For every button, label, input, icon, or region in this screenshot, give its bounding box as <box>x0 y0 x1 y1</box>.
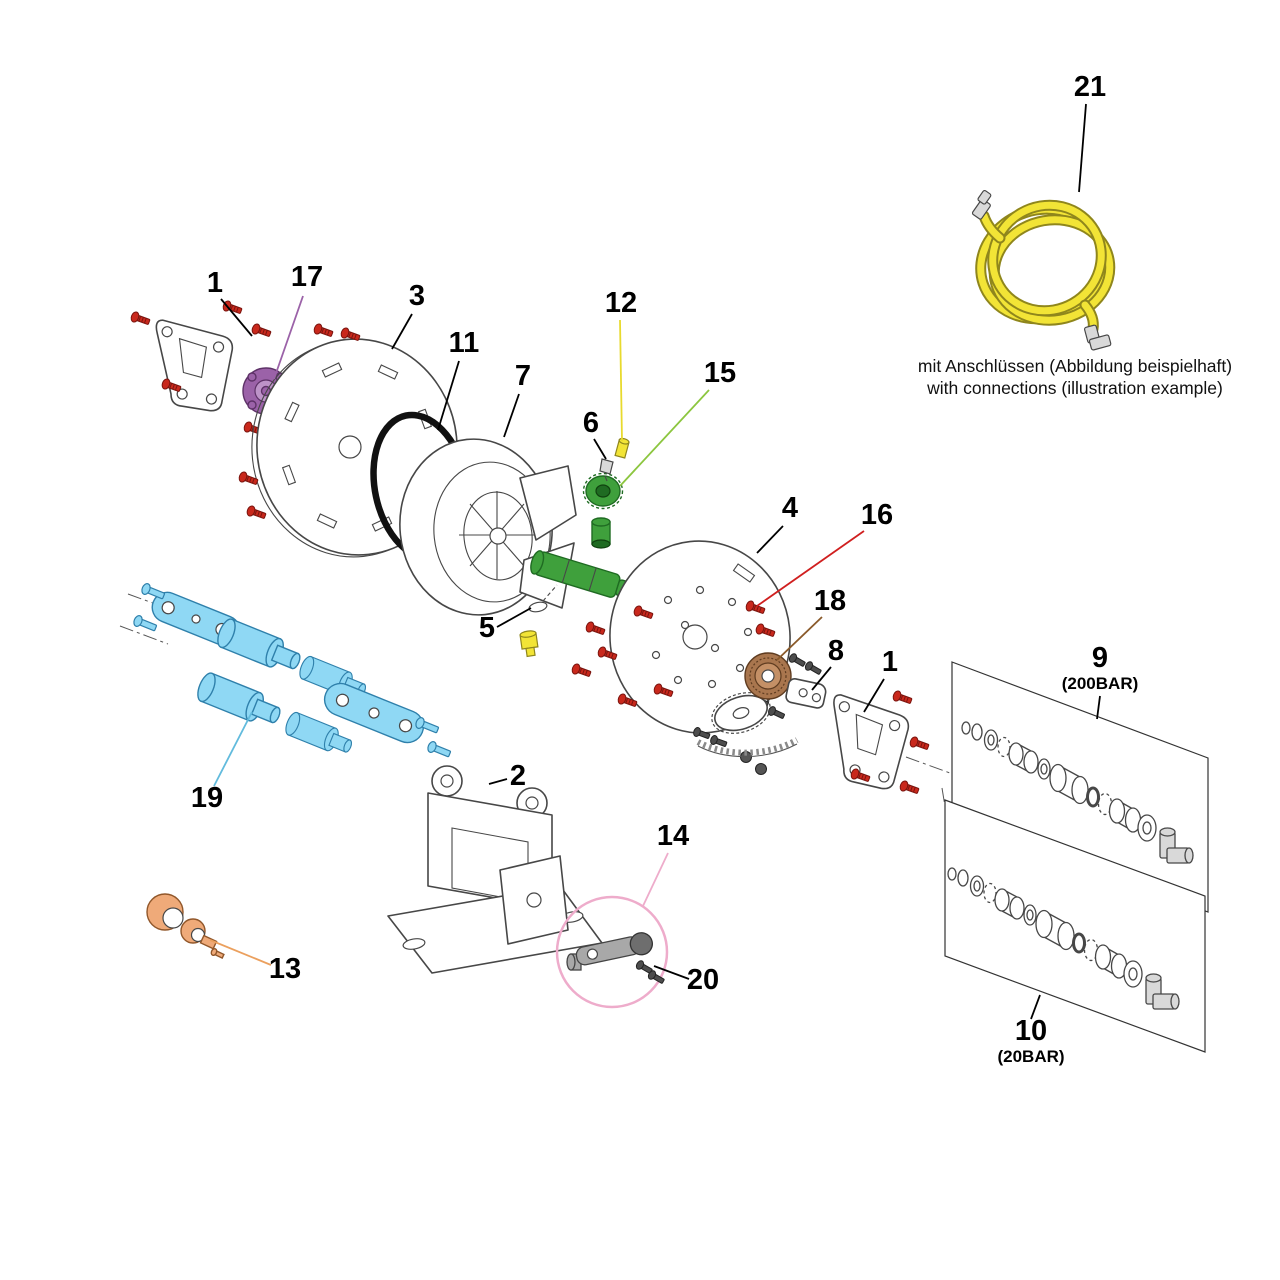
callout-labels: 1 17 3 11 7 12 15 6 4 16 18 8 1 5 9 (200… <box>191 71 1138 1066</box>
callout-1-right: 1 <box>882 646 898 678</box>
chain <box>696 737 799 756</box>
hex-nut <box>755 763 767 775</box>
screw-red <box>584 620 607 638</box>
hose-caption-en: with connections (illustration example) <box>926 378 1223 398</box>
roller-rail-right <box>323 682 425 744</box>
bolt-cyan <box>425 739 453 760</box>
callout-14: 14 <box>657 820 689 852</box>
fitting-yellow-top <box>614 437 630 459</box>
roller <box>193 670 286 732</box>
knob-green <box>582 472 624 549</box>
callout-9: 9 <box>1092 642 1108 674</box>
screw-red <box>245 504 268 522</box>
screw-red <box>250 322 273 340</box>
detail-circle <box>555 895 669 1009</box>
screw-black <box>766 704 787 722</box>
screw-black <box>803 659 824 677</box>
screw-small-orange <box>210 947 225 959</box>
hose-end-fitting <box>971 189 992 220</box>
callout-1-left: 1 <box>207 267 223 299</box>
cam-part-orange <box>146 893 225 959</box>
sprocket-chain <box>696 692 799 758</box>
screw-red <box>570 662 593 680</box>
callout-15: 15 <box>704 357 736 389</box>
spool-fin <box>519 465 577 541</box>
callout-3: 3 <box>409 280 425 312</box>
screw-red <box>312 322 335 340</box>
swivel-kit-panel-200bar <box>951 661 1209 913</box>
roller-guide-assembly <box>131 581 453 760</box>
callout-18: 18 <box>814 585 846 617</box>
hose-caption-de: mit Anschlüssen (Abbildung beispielhaft) <box>918 356 1232 376</box>
screw-red <box>891 689 914 707</box>
screw-red <box>898 779 921 797</box>
mounting-bracket-base <box>387 765 603 974</box>
reel-disc-right <box>570 540 791 775</box>
pin-6 <box>599 458 614 482</box>
screw-black <box>787 651 808 669</box>
leader-lines <box>209 103 1101 1020</box>
callout-17: 17 <box>291 261 323 293</box>
roller <box>213 616 306 678</box>
callout-10: 10 <box>1015 1015 1047 1047</box>
callout-9-sub: (200BAR) <box>1062 674 1139 693</box>
hub-brown <box>744 652 792 700</box>
swivel-kit-panel-20bar <box>944 799 1206 1053</box>
callout-10-sub: (20BAR) <box>997 1047 1064 1066</box>
bracket-arm-right <box>832 687 931 797</box>
callout-8: 8 <box>828 635 844 667</box>
callout-21: 21 <box>1074 71 1106 103</box>
lever-arm <box>575 932 653 966</box>
hose-assembly: mit Anschlüssen (Abbildung beispielhaft)… <box>918 189 1232 398</box>
bracket-arm-left <box>129 299 273 438</box>
bolt-cyan <box>139 581 167 602</box>
hose-end-elbow <box>1083 324 1112 351</box>
callout-2: 2 <box>510 760 526 792</box>
fitting-yellow-bottom <box>519 630 539 658</box>
callout-5: 5 <box>479 612 495 644</box>
callout-6: 6 <box>583 407 599 439</box>
callout-20: 20 <box>687 964 719 996</box>
screw-red <box>908 735 931 753</box>
screw-red <box>237 470 260 488</box>
screw-red <box>129 310 152 328</box>
callout-16: 16 <box>861 499 893 531</box>
callout-19: 19 <box>191 782 223 814</box>
callout-13: 13 <box>269 953 301 985</box>
callout-7: 7 <box>515 360 531 392</box>
callout-4: 4 <box>782 492 798 524</box>
lever-assembly-circle <box>555 895 669 1009</box>
callout-11: 11 <box>449 327 480 359</box>
bolt-cyan <box>131 613 159 634</box>
callout-12: 12 <box>605 287 637 319</box>
screw-black <box>708 734 729 750</box>
latch-plate-8 <box>785 651 827 709</box>
